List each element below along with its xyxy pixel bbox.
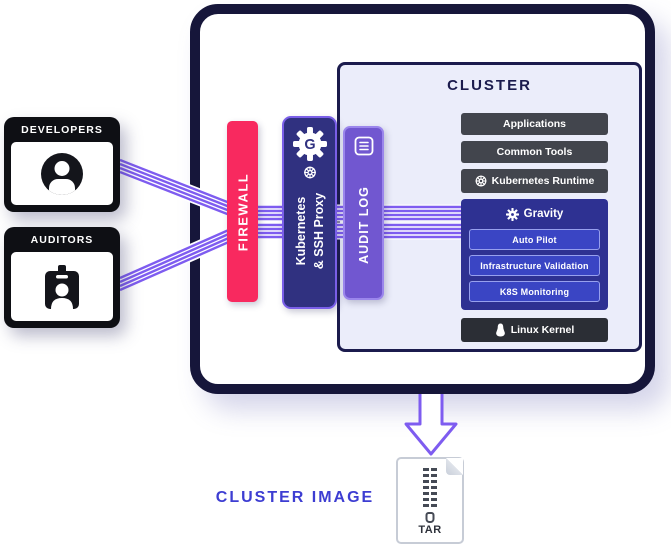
cluster-stack: Applications Common Tools Kubernetes Run… — [461, 113, 608, 342]
auditors-card-panel — [11, 252, 113, 321]
gravity-logo-letter: G — [304, 137, 315, 153]
page-fold-corner — [446, 458, 463, 475]
gravity-title: Gravity — [523, 208, 564, 220]
proxy-label-line2: & SSH Proxy — [311, 193, 326, 270]
layer-applications: Applications — [461, 113, 608, 135]
auditors-card-title: AUDITORS — [30, 233, 94, 246]
down-arrow-icon — [404, 394, 458, 456]
cluster-title: CLUSTER — [447, 77, 532, 94]
gravity-gear-icon: G — [292, 127, 327, 161]
audit-log-bar: AUDIT LOG — [343, 126, 384, 300]
gravity-feature-infrastructure-validation: Infrastructure Validation — [469, 255, 600, 276]
audit-log-label: AUDIT LOG — [356, 186, 371, 264]
proxy-bar: G Kubernetes & SSH Proxy — [282, 116, 337, 309]
gravity-feature-k8s-monitoring-label: K8S Monitoring — [499, 286, 570, 297]
zipper-icon — [423, 468, 437, 510]
gravity-header: Gravity — [469, 204, 600, 224]
id-badge-icon — [39, 261, 85, 313]
person-circle-icon — [39, 151, 85, 197]
layer-linux-kernel: Linux Kernel — [461, 318, 608, 342]
proxy-label-line1: Kubernetes — [293, 197, 308, 266]
tar-file-label: TAR — [418, 524, 442, 536]
proxy-label: Kubernetes & SSH Proxy — [291, 193, 327, 269]
gravity-feature-infrastructure-validation-label: Infrastructure Validation — [480, 260, 589, 271]
gravity-feature-k8s-monitoring: K8S Monitoring — [469, 281, 600, 302]
cluster-image-caption: CLUSTER IMAGE — [215, 489, 375, 506]
developers-card: DEVELOPERS — [4, 117, 120, 212]
layer-kubernetes-runtime: Kubernetes Runtime — [461, 169, 608, 193]
gravity-feature-auto-pilot-label: Auto Pilot — [512, 234, 557, 245]
gear-icon — [505, 207, 519, 221]
developers-card-title: DEVELOPERS — [21, 123, 103, 136]
firewall-bar: FIREWALL — [227, 121, 258, 302]
layer-kubernetes-runtime-label: Kubernetes Runtime — [491, 175, 595, 187]
gravity-feature-auto-pilot: Auto Pilot — [469, 229, 600, 250]
firewall-label: FIREWALL — [235, 172, 250, 251]
layer-linux-kernel-label: Linux Kernel — [510, 324, 575, 336]
tar-file-icon: TAR — [396, 457, 464, 544]
layer-common-tools: Common Tools — [461, 141, 608, 163]
auditors-card: AUDITORS — [4, 227, 120, 328]
gravity-box: Gravity Auto Pilot Infrastructure Valida… — [461, 199, 608, 310]
layer-common-tools-label: Common Tools — [496, 146, 573, 158]
kubernetes-helm-icon — [303, 166, 316, 179]
layer-applications-label: Applications — [502, 118, 566, 130]
log-list-icon — [354, 136, 374, 156]
kubernetes-wheel-icon — [475, 175, 487, 187]
developers-card-panel — [11, 142, 113, 205]
linux-penguin-icon — [495, 323, 506, 337]
zipper-pull-icon — [425, 512, 435, 523]
